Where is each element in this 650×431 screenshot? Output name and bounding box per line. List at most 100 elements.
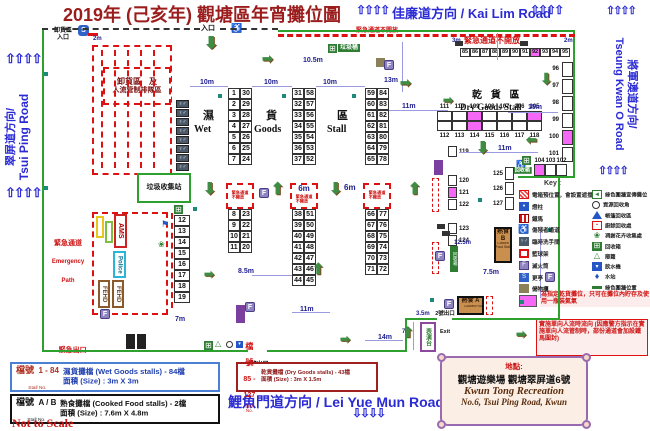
road-tko-en: Tseung Kwan O Road — [613, 37, 626, 151]
measure-line-11 — [413, 322, 414, 350]
stall-cell-88: 88 — [490, 48, 500, 57]
cooked-food-stall-a: 熟食 A Cooked Food Stall — [457, 296, 484, 315]
legend-dry-stallno-zh: 檔號 — [245, 342, 254, 367]
guard-booth-icon: S — [78, 25, 89, 36]
dim-label-d2m_a: 2m — [93, 36, 102, 42]
stall-cell-94: 94 — [550, 48, 560, 57]
recycle-bin-icon-3: ⊞ — [522, 155, 531, 165]
stall-cell-35: 35 — [292, 132, 304, 143]
key-row-left-4: ♀♂臨時洗手間 — [519, 237, 562, 247]
legend-wet-range: 1 - 84 — [38, 366, 59, 375]
ramp-box — [486, 296, 493, 315]
dim-6m-col3: 6m — [344, 183, 356, 192]
police-label: Police — [116, 255, 123, 274]
stall-cell-76: 76 — [377, 220, 389, 231]
stall-cell-83: 83 — [377, 99, 389, 110]
flow-arrow-1: ⬇ — [203, 181, 217, 198]
key-row-left-1: •燈柱 — [519, 201, 544, 211]
stall-cell-46: 46 — [304, 264, 316, 275]
legend-dry: 檔號 85 - 127 Stall No. 乾貨攤檔 (Dry Goods st… — [236, 343, 378, 414]
stall-cell-50: 50 — [304, 220, 316, 231]
key-label: 燈柱 — [532, 204, 544, 211]
key-row-right-2: 帳篷回收區 — [592, 211, 635, 220]
dim-label-d7_5: 7.5m — [483, 269, 499, 276]
key-label: 電箱預位置，會設置遮擋 — [532, 193, 593, 199]
legend-dry-stallno-en: Stall No. — [244, 404, 254, 414]
closed-strip-west — [171, 213, 173, 308]
queue-lane-1 — [114, 50, 116, 168]
dim-label-d10_5: 10.5m — [303, 57, 323, 64]
entrance-arrow: ⬇ — [205, 35, 219, 52]
key-label: 廢籮 — [605, 254, 616, 261]
key-row-right-4: ❀凋謝花卉收集處 — [592, 231, 647, 240]
wet-gap-3: 緊急通道 不開放 — [363, 183, 391, 209]
stall-num-100: 100 — [548, 134, 559, 140]
dim-label-d11_2: 11m — [498, 145, 512, 152]
north-boundary-dash-1 — [42, 28, 200, 30]
stall-cell-7: 7 — [228, 154, 240, 165]
key-label: 廚餘回收處 — [605, 224, 632, 230]
stall-cell-111 — [437, 111, 452, 121]
measure-line-8 — [460, 152, 538, 153]
agency-box-fehd-2: FEHD — [112, 280, 124, 308]
stall-cell-55: 55 — [304, 121, 316, 132]
measure-line-5 — [402, 42, 403, 92]
stall-cell-104 — [534, 164, 545, 176]
recycle-corner-icon — [226, 341, 233, 348]
stall-cell-10: 10 — [228, 231, 240, 242]
stall-num-111: 111 — [439, 104, 450, 110]
stall-cell-127 — [505, 197, 514, 210]
road-arrow-cluster-2: ⇧⇧⇧⇧ — [356, 3, 390, 17]
key-label: 臨時洗手間 — [532, 240, 560, 246]
stall-label-zh: 區 — [337, 110, 348, 122]
unload-entrance-l2: 入口 — [56, 34, 69, 41]
stall-num-121: 121 — [459, 190, 470, 196]
stall-cell-107 — [497, 111, 512, 121]
water-station-icon: ♦ — [594, 271, 600, 282]
key-row-right-8: ♦水站 — [592, 272, 617, 281]
emg-path-en1: Emergency — [51, 259, 85, 266]
closed-strip-1 — [432, 178, 439, 212]
dry-label-zh: 乾 貨 區 — [472, 90, 523, 101]
measure-line-3 — [389, 110, 448, 111]
legend-dry-line1: 乾貨攤檔 (Dry Goods stalls) - 43檔 — [260, 370, 350, 376]
emg-path-zh: 緊急通道 — [54, 240, 82, 247]
key-label: 傷殘者通道 — [532, 228, 560, 235]
stall-cell-28: 28 — [240, 110, 252, 121]
stall-num-116: 116 — [499, 133, 510, 139]
agency-zone — [92, 212, 168, 315]
stall-cell-8: 8 — [228, 209, 240, 220]
lamp-post-icon-6 — [548, 228, 552, 232]
stall-cell-44: 44 — [292, 275, 304, 286]
stall-cell-3: 3 — [228, 110, 240, 121]
dry-label-en: Dry Goods Stall — [460, 102, 522, 112]
stall-cell-81: 81 — [377, 121, 389, 132]
garbage-station-label: 垃圾收集站 — [146, 183, 182, 191]
not-to-scale: Not to Scale — [12, 416, 74, 430]
stall-cell-52: 52 — [304, 154, 316, 165]
stall-cell-116 — [497, 121, 512, 131]
stall-cell-38: 38 — [292, 209, 304, 220]
dim-label-d3_5: 3.5m — [416, 311, 430, 317]
flow-arrow-10: ⬇ — [476, 140, 490, 157]
trash-bin-label: 垃圾桶 — [338, 44, 361, 52]
measure-line-10 — [292, 312, 330, 313]
stall-cell-19: 19 — [174, 292, 190, 303]
stall-cell-114 — [467, 121, 482, 131]
stall-cell-48: 48 — [304, 242, 316, 253]
stall-cell-15: 15 — [174, 248, 190, 259]
stall-cell-69: 69 — [365, 242, 377, 253]
guard-booth-icon: S — [519, 272, 529, 282]
road-lei-yue-mun: 鯉魚門道方向 / Lei Yue Mun Road — [228, 394, 444, 410]
stall-num-112: 112 — [439, 133, 450, 139]
legend-wet: 檔號 1 - 84 Stall No. 濕貨攤檔 (Wet Goods stal… — [10, 362, 220, 392]
stall-cell-4: 4 — [228, 121, 240, 132]
stall-cell-124 — [448, 235, 457, 246]
stall-cell-118 — [527, 121, 542, 131]
stall-cell-26: 26 — [240, 132, 252, 143]
stall-cell-42: 42 — [292, 253, 304, 264]
emergency-path-label: 緊急通道 Emergency Path — [46, 232, 90, 287]
exit2-zh: 2號出口 — [435, 311, 455, 317]
